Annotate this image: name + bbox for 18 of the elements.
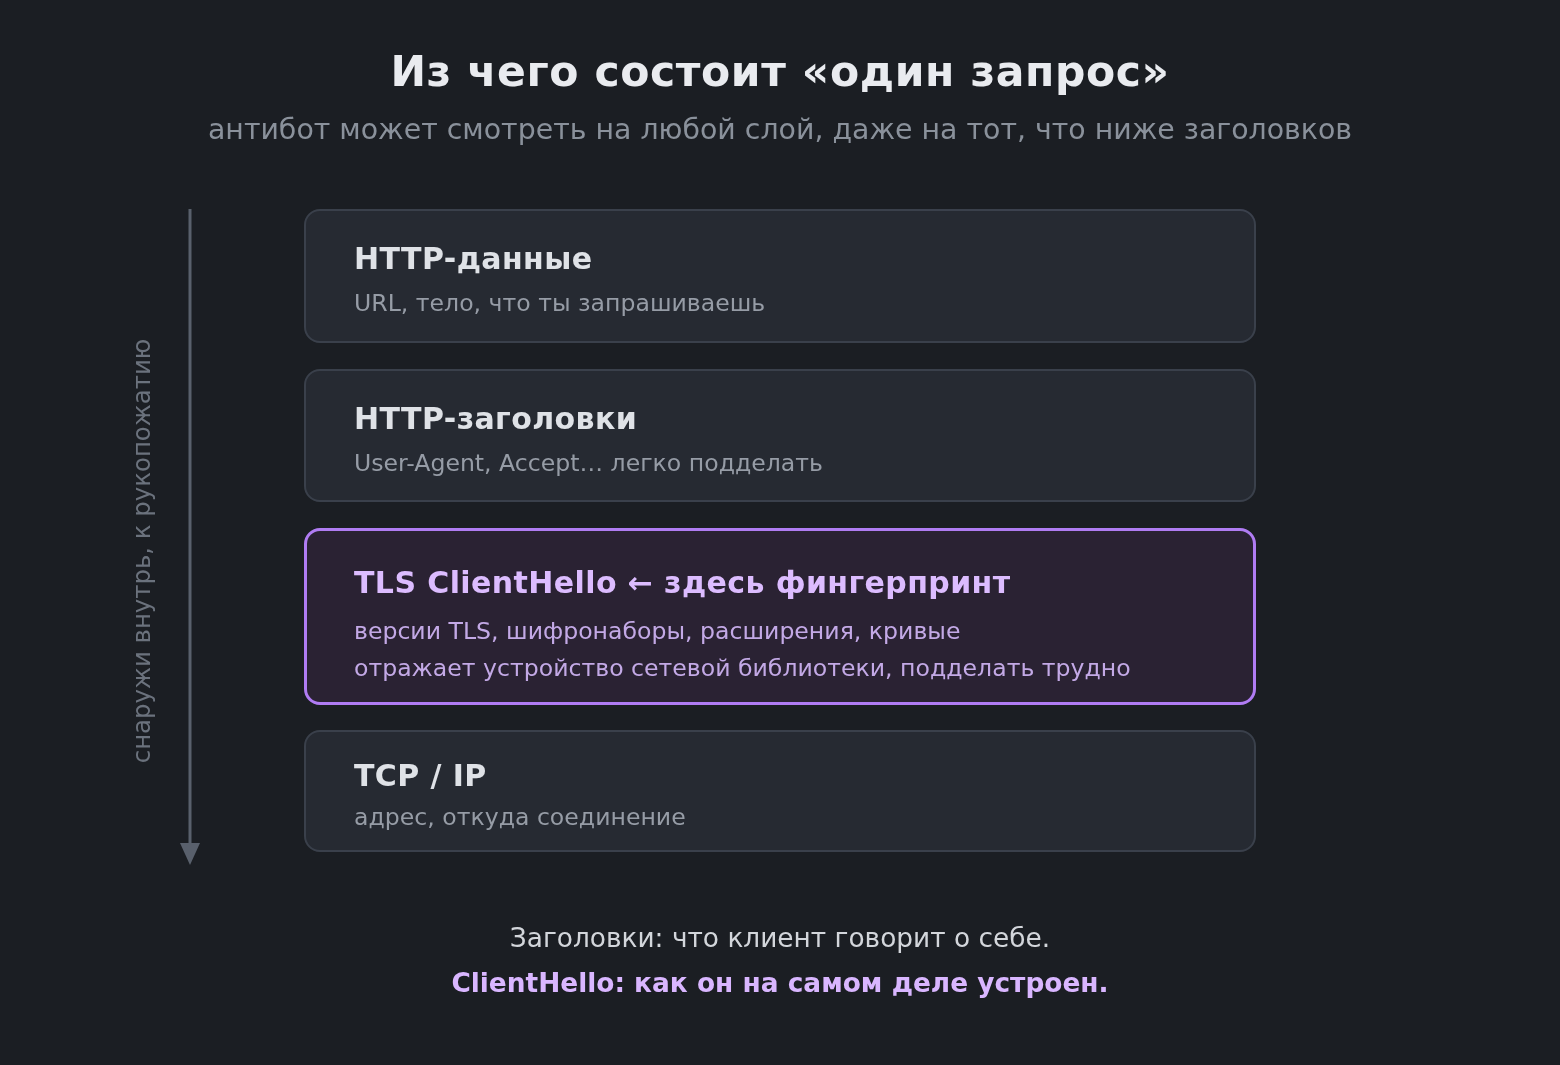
layer-box (304, 369, 1256, 502)
layer-box (304, 209, 1256, 343)
axis-label: снаружи внутрь, к рукопожатию (126, 338, 158, 764)
layer-title: HTTP-заголовки (354, 401, 638, 437)
note-text: Заголовки: что клиент говорит о себе. (509, 921, 1051, 955)
highlighted-layer-box (304, 528, 1256, 705)
layer-description: User-Agent, Accept… легко подделать (354, 448, 823, 479)
subtitle: антибот может смотреть на любой слой, даже на тот, что ниже заголовков (207, 112, 1353, 148)
title: Из чего состоит «один запрос» (390, 46, 1170, 98)
layer-description: версии TLS, шифронаборы, расширения, кривые (354, 616, 961, 647)
layer-description: адрес, откуда соединение (354, 802, 686, 833)
layer-title: HTTP-данные (354, 241, 593, 277)
layer-box (304, 730, 1256, 852)
note-text: ClientHello: как он на самом деле устроен. (451, 966, 1109, 1001)
layer-title: TCP / IP (354, 758, 487, 794)
layer-description: URL, тело, что ты запрашиваешь (354, 288, 766, 319)
layer-description: отражает устройство сетевой библиотеки, подделать трудно (354, 653, 1131, 684)
layer-title: TLS ClientHello ← здесь фингерпринт (354, 565, 1011, 601)
